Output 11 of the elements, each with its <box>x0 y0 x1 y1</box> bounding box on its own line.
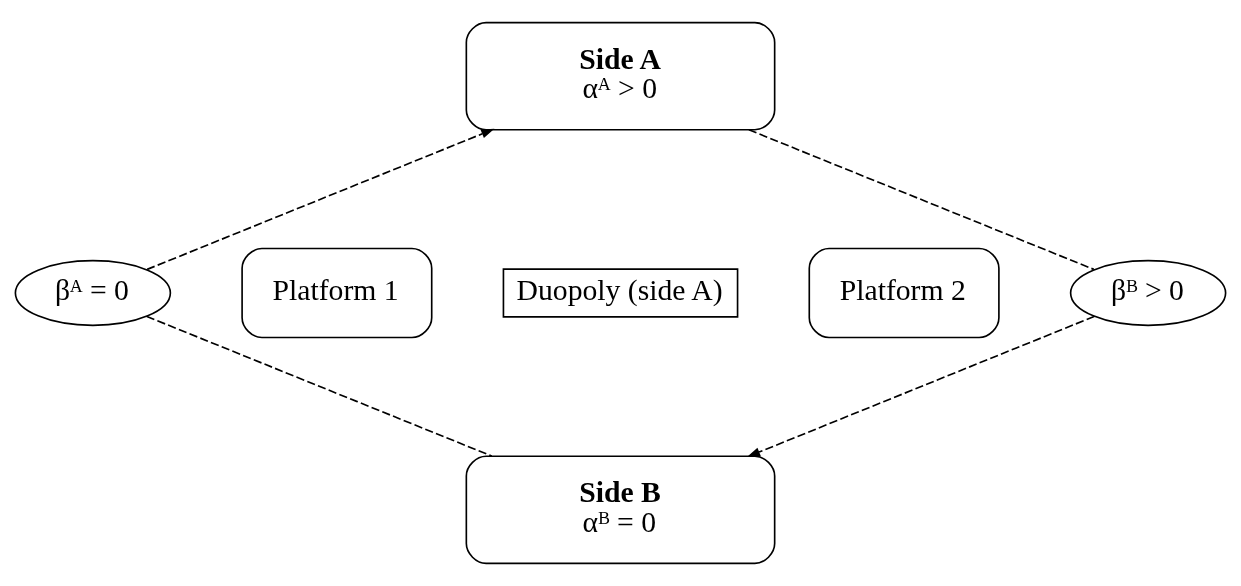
node-box: Platform 2 <box>808 247 1000 339</box>
arrow <box>746 315 1095 457</box>
node-box: Side A αᴬ > 0 <box>465 21 776 131</box>
node-box: Duopoly (side A) <box>502 268 739 318</box>
connector <box>146 315 493 457</box>
node-ellipse: βᴮ > 0 <box>1069 259 1227 327</box>
arrow <box>146 128 495 271</box>
node-box: Platform 1 <box>241 247 433 339</box>
connector <box>748 128 1095 271</box>
node-ellipse: βᴬ = 0 <box>14 259 172 327</box>
node-box: Side B αᴮ = 0 <box>465 455 776 565</box>
